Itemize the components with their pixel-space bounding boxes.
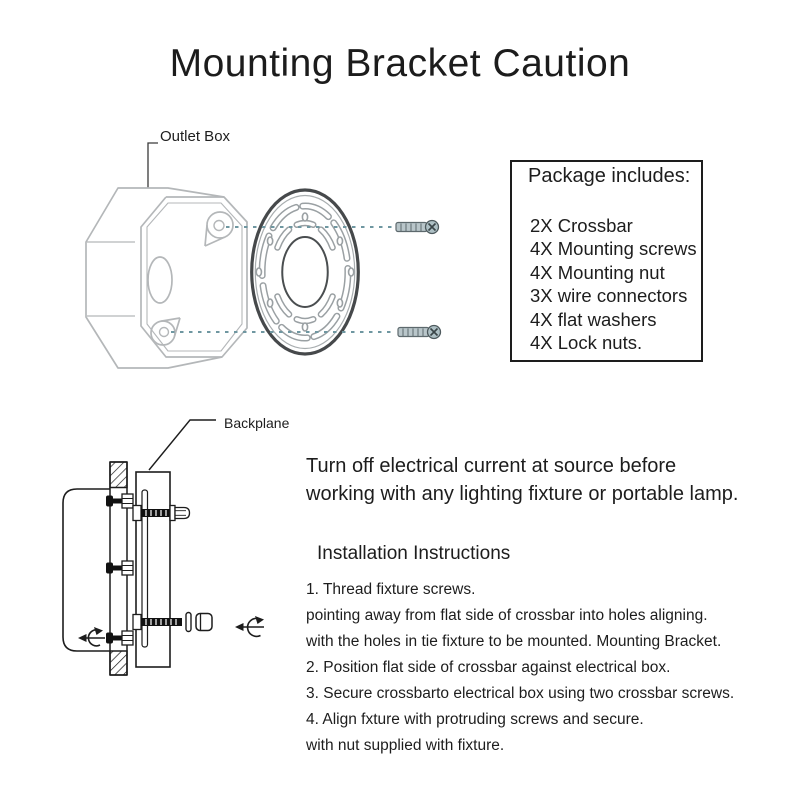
wall-screw (106, 560, 134, 576)
plate-inner-slots (277, 223, 332, 321)
crossbar-plate-drawing (252, 190, 359, 354)
fixture-bolt-top (132, 504, 191, 522)
package-includes-title: Package includes: (528, 165, 691, 187)
instruction-step: with nut supplied with fixture. (306, 737, 505, 754)
wall-screws (106, 493, 134, 646)
plate-outer-slots (262, 206, 348, 338)
instruction-step: 2. Position flat side of crossbar agains… (306, 659, 671, 676)
wall-screw (106, 493, 134, 509)
package-includes-box: Package includes: 2X Crossbar 4X Mountin… (510, 160, 703, 362)
package-includes-list: 2X Crossbar 4X Mounting screws 4X Mounti… (530, 214, 701, 354)
outlet-box-drawing (85, 187, 248, 369)
installation-instructions-steps: 1. Thread fixture screws. pointing away … (306, 577, 786, 759)
plate-screw-holes (256, 213, 354, 331)
safety-warning-line: Turn off electrical current at source be… (306, 455, 677, 477)
installation-instructions-title: Installation Instructions (317, 543, 511, 564)
flat-washer-icon (185, 611, 192, 633)
instruction-step: with the holes in tie fixture to be moun… (306, 633, 722, 650)
package-item: 4X Mounting screws (530, 238, 697, 260)
instruction-step: pointing away from flat side of crossbar… (306, 607, 708, 624)
backplane-plate (135, 471, 171, 668)
lock-nut-icon (195, 612, 213, 632)
safety-warning-text: Turn off electrical current at source be… (306, 452, 776, 508)
instruction-step: 4. Align fxture with protruding screws a… (306, 711, 644, 728)
package-item: 3X wire connectors (530, 285, 688, 307)
instruction-step: 3. Secure crossbarto electrical box usin… (306, 685, 735, 702)
outlet-box-leader-line (145, 142, 158, 194)
mounting-screw-top-icon (395, 219, 440, 235)
package-item: 4X flat washers (530, 308, 657, 330)
wall-section-hatched (109, 461, 128, 676)
outlet-box-label: Outlet Box (160, 128, 231, 145)
rotate-ccw-arrow-icon-left (78, 627, 105, 647)
fixture-bolt-bottom (132, 613, 182, 631)
package-item: 4X Lock nuts. (530, 332, 643, 354)
outlet-box-side-view (62, 488, 110, 652)
package-item: 2X Crossbar (530, 215, 633, 236)
instruction-step: 1. Thread fixture screws. (306, 581, 476, 598)
backplane-label: Backplane (224, 415, 290, 431)
backplane-leader-line (148, 419, 216, 471)
wall-screw (106, 630, 134, 646)
mounting-screw-bottom-icon (397, 324, 442, 340)
crossbar-strip (141, 489, 149, 648)
package-item: 4X Mounting nut (530, 261, 665, 283)
page-title: Mounting Bracket Caution (169, 42, 631, 85)
rotate-ccw-arrow-icon-right (235, 616, 264, 638)
safety-warning-line: working with any lighting fixture or por… (306, 483, 739, 505)
